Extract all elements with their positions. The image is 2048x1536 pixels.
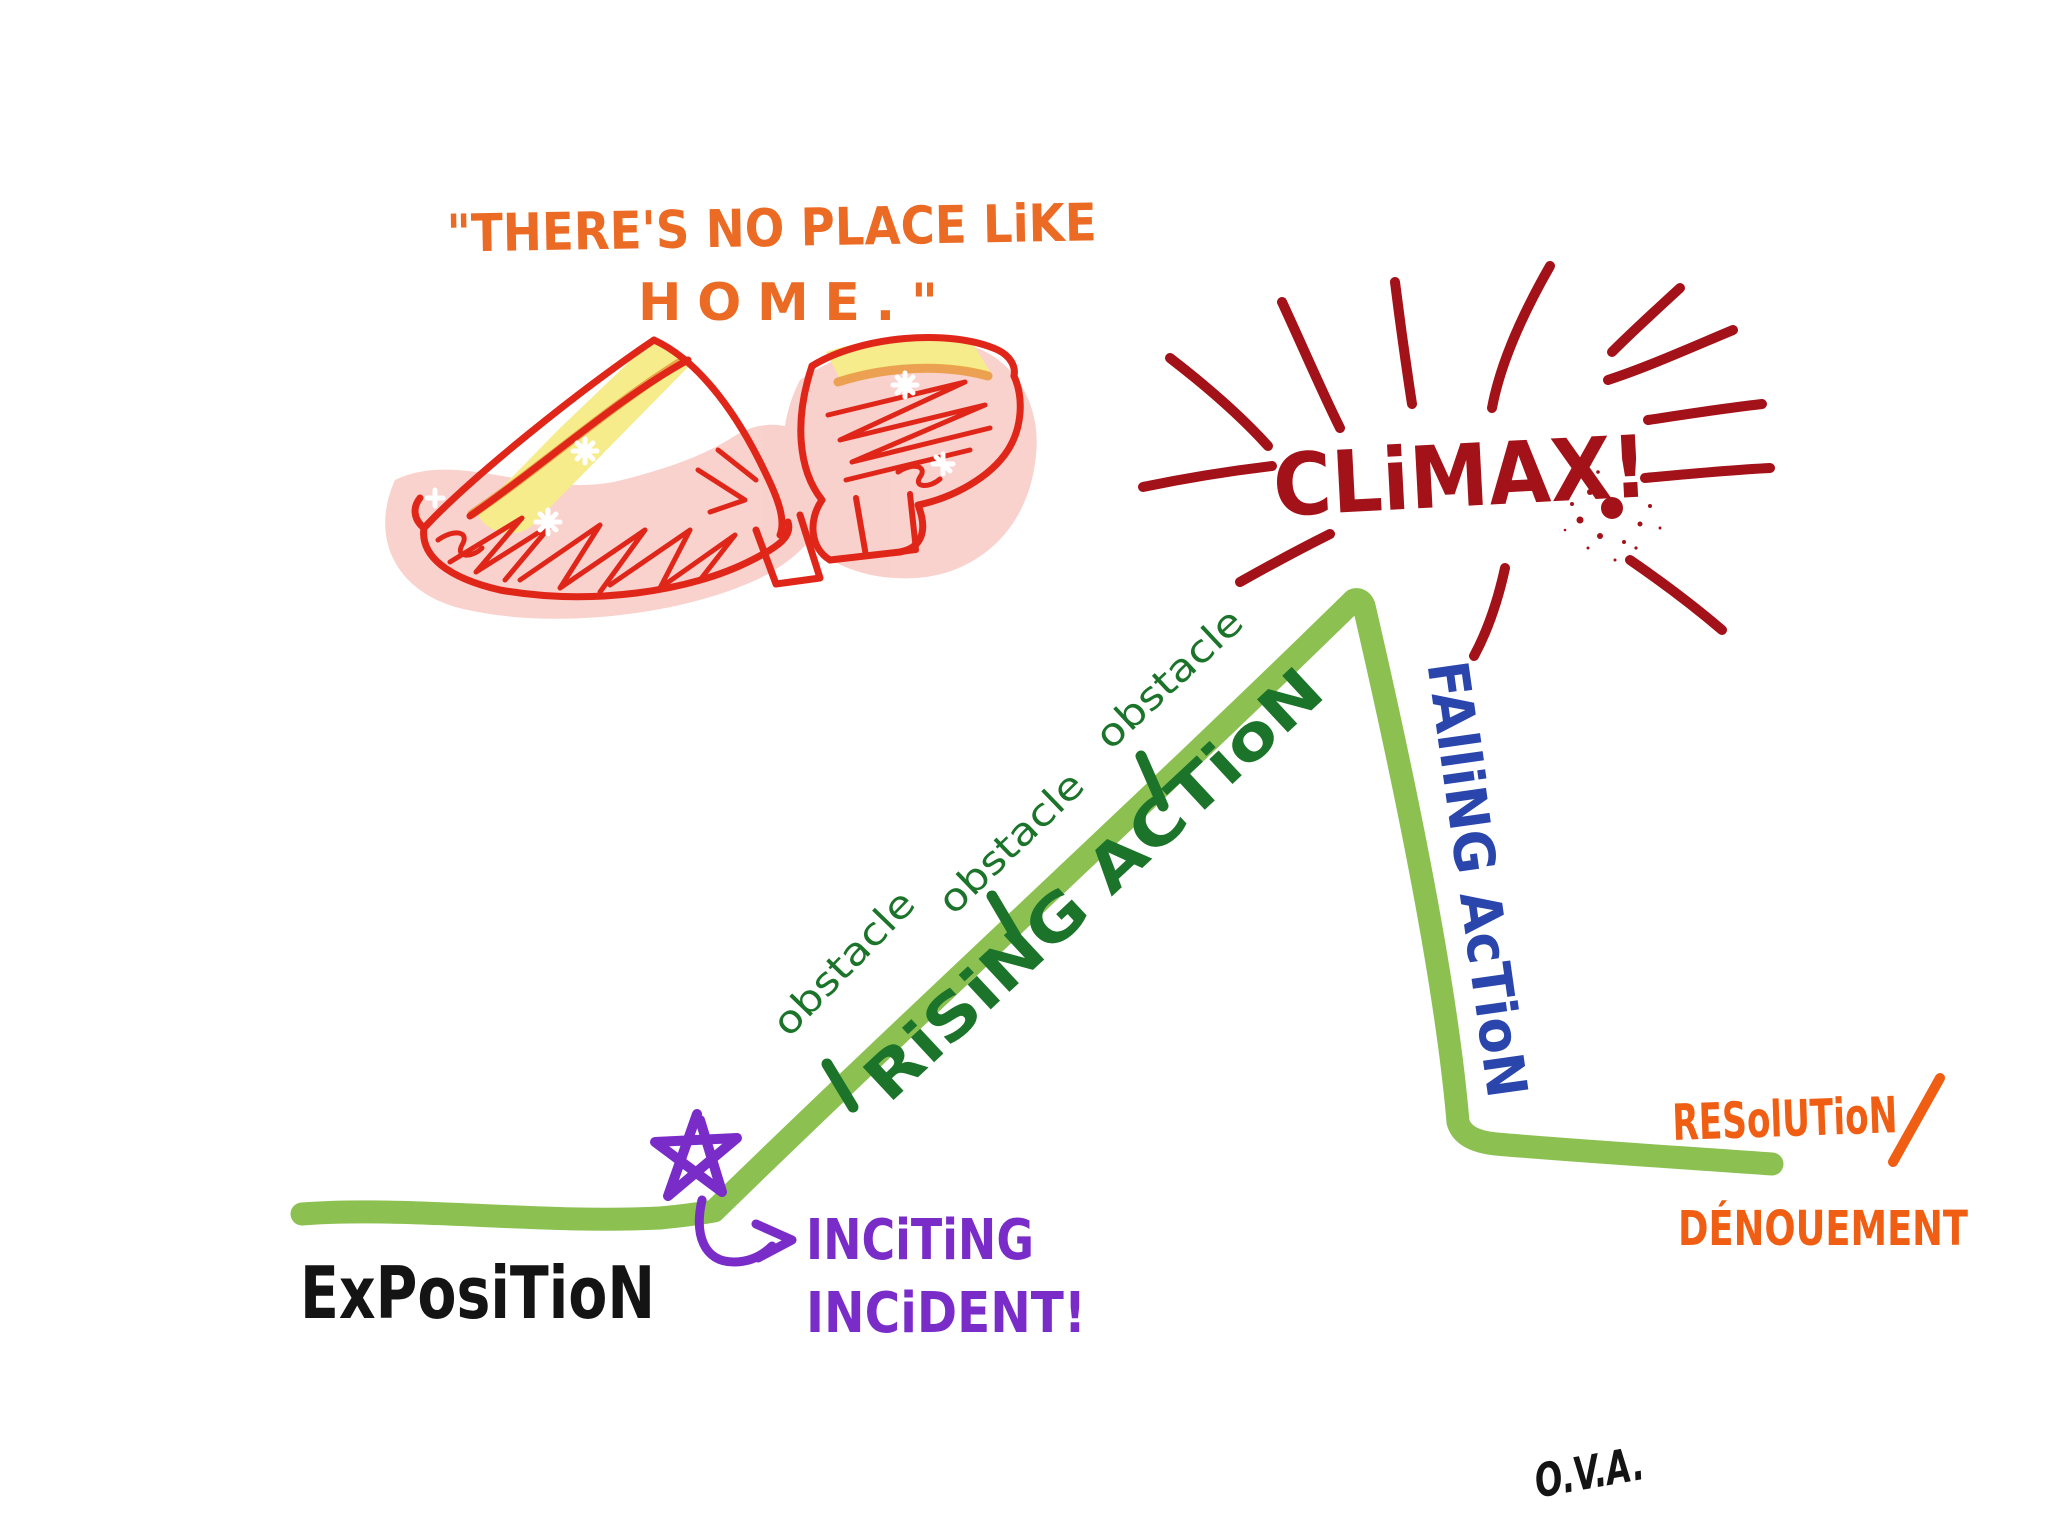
left-slipper-glow — [385, 424, 830, 619]
burst-ray — [1469, 563, 1510, 661]
left-slipper-scribble — [435, 530, 485, 558]
artist-signature: O.V.A. — [1530, 1436, 1648, 1508]
right-slipper-scribble — [895, 463, 943, 488]
exposition-label: ExPosiTioN — [300, 1251, 655, 1335]
resolution-slash — [1888, 1073, 1945, 1167]
splatter-dot — [1613, 558, 1617, 562]
left-slipper-inner-edge — [466, 356, 692, 520]
resolution-label: RESolUTioN — [1671, 1086, 1898, 1152]
burst-ray — [1625, 555, 1727, 635]
right-slipper-scribble — [825, 379, 993, 465]
left-slipper-toe-hook — [411, 494, 428, 532]
sparkle-icon — [645, 402, 671, 428]
climax-burst-rays — [1138, 261, 1775, 661]
right-slipper-bottom — [826, 372, 1024, 564]
splatter-dot — [1596, 470, 1600, 474]
obstacle-tick — [821, 1058, 859, 1113]
splatter-dot — [1587, 489, 1593, 495]
left-slipper-sole — [420, 518, 793, 601]
splatter-dot — [1622, 540, 1626, 544]
sparkle-icon — [930, 451, 956, 477]
left-slipper-scribble — [607, 527, 738, 591]
left-slipper-scribble — [517, 522, 648, 595]
inciting-incident-marks — [650, 1109, 797, 1267]
slippers-pink-glow — [385, 338, 1037, 619]
left-slipper-top-edge — [420, 336, 658, 532]
inciting-arrow-head — [751, 1219, 797, 1263]
burst-ray — [1138, 461, 1277, 492]
ink-splatter — [1563, 470, 1662, 562]
splatter-dot — [1576, 516, 1584, 524]
burst-ray — [1643, 399, 1767, 425]
slipper-sparkles — [424, 370, 956, 537]
right-slipper-back-edge — [797, 362, 834, 564]
left-slipper-scribble — [447, 515, 555, 583]
slippers-red-outline — [411, 333, 1024, 601]
plot-arc-line — [290, 588, 1784, 1231]
sparkle-icon — [890, 370, 920, 400]
splatter-dot — [1586, 546, 1590, 550]
right-slipper-insole — [826, 337, 991, 379]
right-slipper-rim — [808, 333, 1018, 380]
burst-ray — [1603, 325, 1738, 385]
inciting-incident-line1: INCiTiNG — [806, 1208, 1034, 1273]
left-slipper-back-curve — [650, 336, 786, 539]
obstacle-tick — [986, 890, 1024, 946]
obstacle-tick — [1135, 750, 1169, 812]
splatter-dot — [1597, 533, 1603, 539]
star-icon — [650, 1109, 742, 1201]
inciting-incident-line2: INCiDENT! — [806, 1281, 1086, 1346]
burst-ray — [1235, 529, 1335, 587]
climax-label: CLiMAX! — [1271, 417, 1651, 536]
sparkle-icon — [424, 487, 446, 509]
splatter-dot — [1601, 497, 1623, 519]
sparkle-icon — [570, 436, 600, 466]
burst-ray — [1487, 261, 1555, 413]
right-slipper-glow — [782, 338, 1037, 579]
burst-ray — [1165, 353, 1273, 451]
burst-ray — [1607, 283, 1685, 357]
sparkle-icon — [533, 507, 563, 537]
quote-line2: HOME." — [638, 273, 938, 333]
right-insole-edge — [833, 363, 993, 387]
left-slipper-scribble — [695, 447, 759, 515]
quote-line1: "THERE'S NO PLACE LiKE — [446, 193, 1097, 264]
splatter-dot — [1570, 502, 1574, 506]
burst-ray — [1640, 463, 1775, 483]
left-slipper-heel-block — [752, 511, 824, 588]
denouement-label: DÉNOUEMENT — [1678, 1200, 1968, 1257]
splatter-dot — [1648, 504, 1652, 508]
burst-ray — [1390, 277, 1417, 409]
splatter-dot — [1658, 526, 1662, 530]
splatter-dot — [1634, 546, 1638, 550]
right-slipper-heel-block — [853, 491, 919, 559]
splatter-dot — [1637, 521, 1643, 527]
burst-ray — [1277, 297, 1345, 433]
obstacle-tick-marks — [821, 750, 1169, 1113]
splatter-dot — [1627, 487, 1633, 493]
splatter-dot — [1563, 528, 1567, 532]
